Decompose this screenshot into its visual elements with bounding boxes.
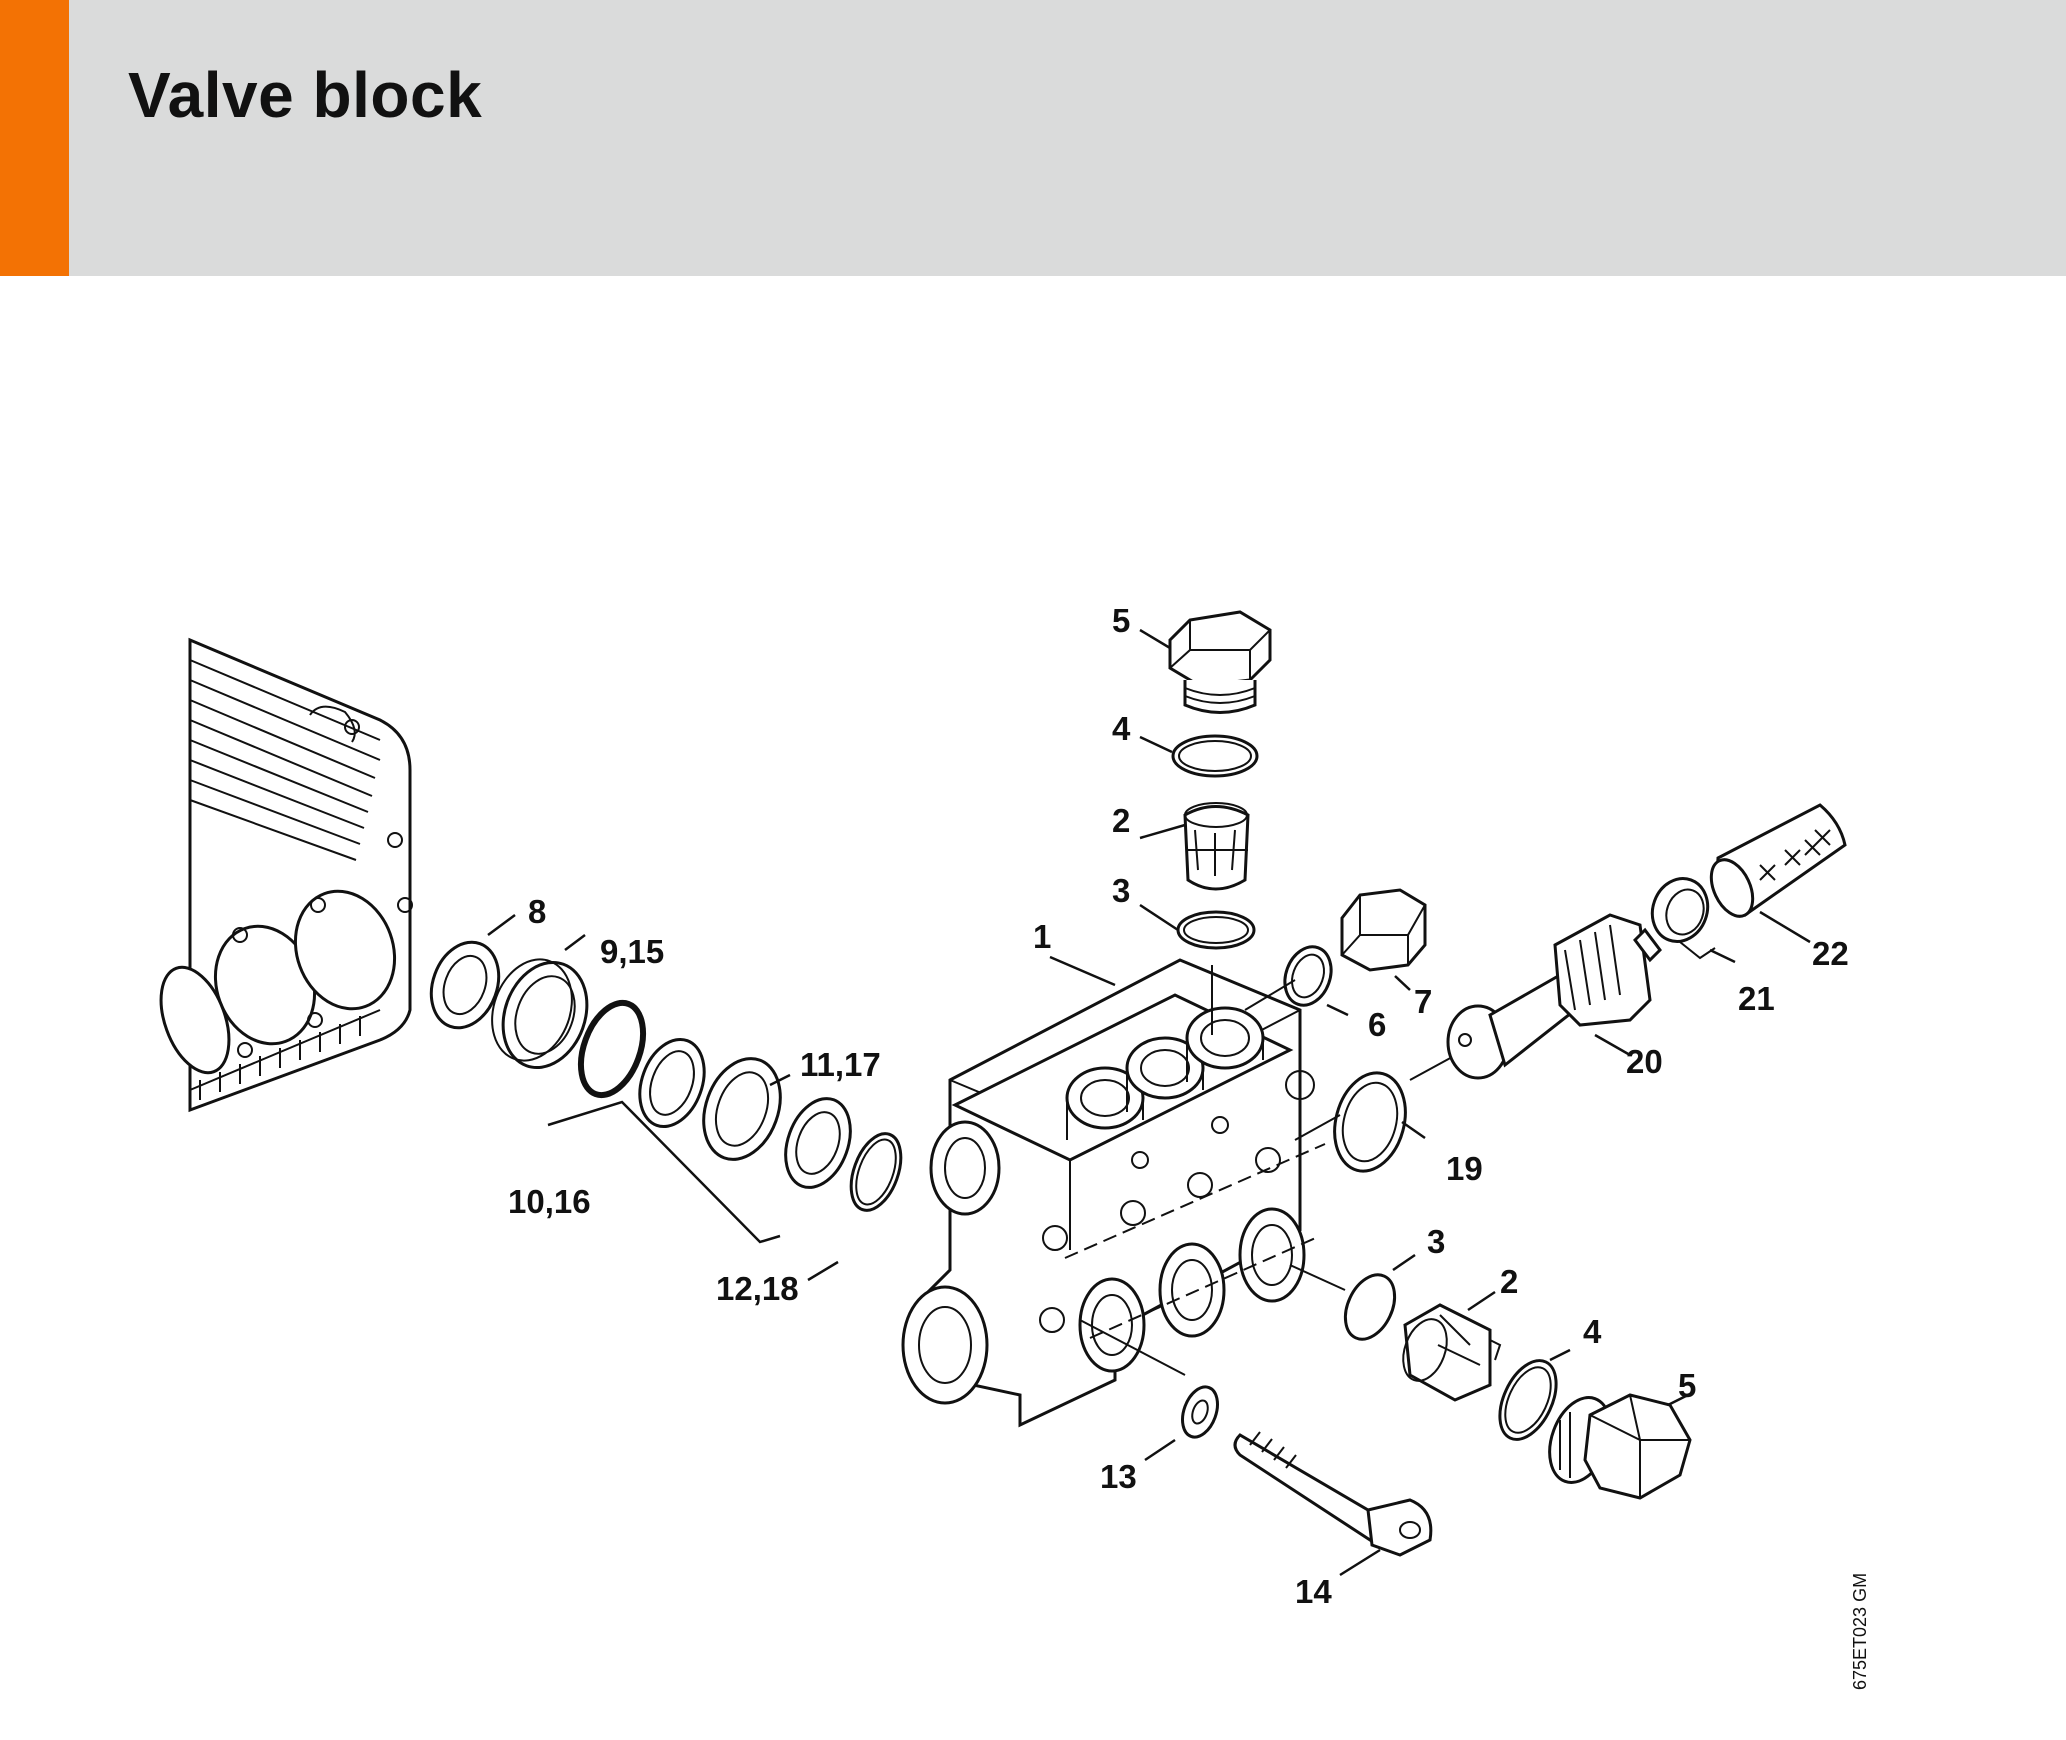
header-band xyxy=(0,0,2066,276)
plug-7 xyxy=(1340,888,1427,972)
callout-13: 13 xyxy=(1100,1458,1137,1495)
o-ring-12-18 xyxy=(849,1132,903,1212)
callout-3-top: 3 xyxy=(1112,872,1130,909)
callout-1: 1 xyxy=(1033,918,1051,955)
bracket-10-16 xyxy=(547,1100,781,1244)
filter-22 xyxy=(1709,803,1847,918)
callout-5-top: 5 xyxy=(1112,602,1130,639)
ring-10-16b xyxy=(638,1037,706,1129)
callout-2-top: 2 xyxy=(1112,802,1130,839)
axis-6 xyxy=(1244,979,1296,1011)
washer-6 xyxy=(1283,945,1333,1007)
callout-10-16: 10,16 xyxy=(508,1183,591,1220)
pump-housing xyxy=(159,637,413,1113)
callout-9-15: 9,15 xyxy=(600,933,664,970)
valve-2-bottom xyxy=(1402,1303,1502,1402)
callout-21: 21 xyxy=(1738,980,1775,1017)
exploded-parts-diagram: 5 4 2 3 1 6 7 8 9,15 11,17 10,16 12,18 1… xyxy=(159,602,1870,1690)
nozzle-20 xyxy=(1446,913,1662,1080)
seal-11-17 xyxy=(702,1057,782,1161)
callout-12-18: 12,18 xyxy=(716,1270,799,1307)
axis-19 xyxy=(1294,1114,1341,1141)
seal-8 xyxy=(429,940,501,1030)
callout-8: 8 xyxy=(528,893,546,930)
callout-4-top: 4 xyxy=(1112,710,1131,747)
callout-7: 7 xyxy=(1414,983,1432,1020)
o-ring-3-top xyxy=(1176,910,1256,950)
callout-3-bottom: 3 xyxy=(1427,1223,1445,1260)
callout-14: 14 xyxy=(1295,1573,1332,1610)
callout-19: 19 xyxy=(1446,1150,1483,1187)
assembly-line-a xyxy=(1064,1143,1326,1259)
valve-2-top xyxy=(1183,802,1250,891)
o-ring-4-bottom xyxy=(1498,1359,1558,1441)
figure-code: 675ET023 GM xyxy=(1850,1573,1870,1690)
callout-22: 22 xyxy=(1812,935,1849,972)
callout-5-bottom: 5 xyxy=(1678,1367,1696,1404)
accent-bar xyxy=(0,0,69,276)
plug-5-bottom xyxy=(1548,1393,1692,1500)
valve-block-body xyxy=(901,958,1315,1428)
o-ring-3-bottom xyxy=(1343,1273,1397,1341)
axis-bolt xyxy=(1079,1319,1186,1376)
callout-20: 20 xyxy=(1626,1043,1663,1080)
o-ring-10-16 xyxy=(577,999,647,1099)
gasket-19 xyxy=(1333,1071,1407,1173)
plug-5-top xyxy=(1168,610,1272,714)
sleeve-9-15 xyxy=(491,958,589,1070)
axis-right-low xyxy=(1289,1264,1346,1291)
page-title: Valve block xyxy=(128,59,483,131)
hose-clamp-21 xyxy=(1650,877,1716,960)
bolt-14 xyxy=(1233,1431,1433,1557)
callout-2-bottom: 2 xyxy=(1500,1263,1518,1300)
callout-4-bottom: 4 xyxy=(1583,1313,1602,1350)
callout-11-17: 11,17 xyxy=(800,1046,881,1083)
ring-12-18 xyxy=(784,1097,852,1189)
o-ring-4-top xyxy=(1171,734,1259,778)
callout-6: 6 xyxy=(1368,1006,1386,1043)
washer-13 xyxy=(1181,1385,1219,1439)
leader-lines xyxy=(487,628,1811,1577)
